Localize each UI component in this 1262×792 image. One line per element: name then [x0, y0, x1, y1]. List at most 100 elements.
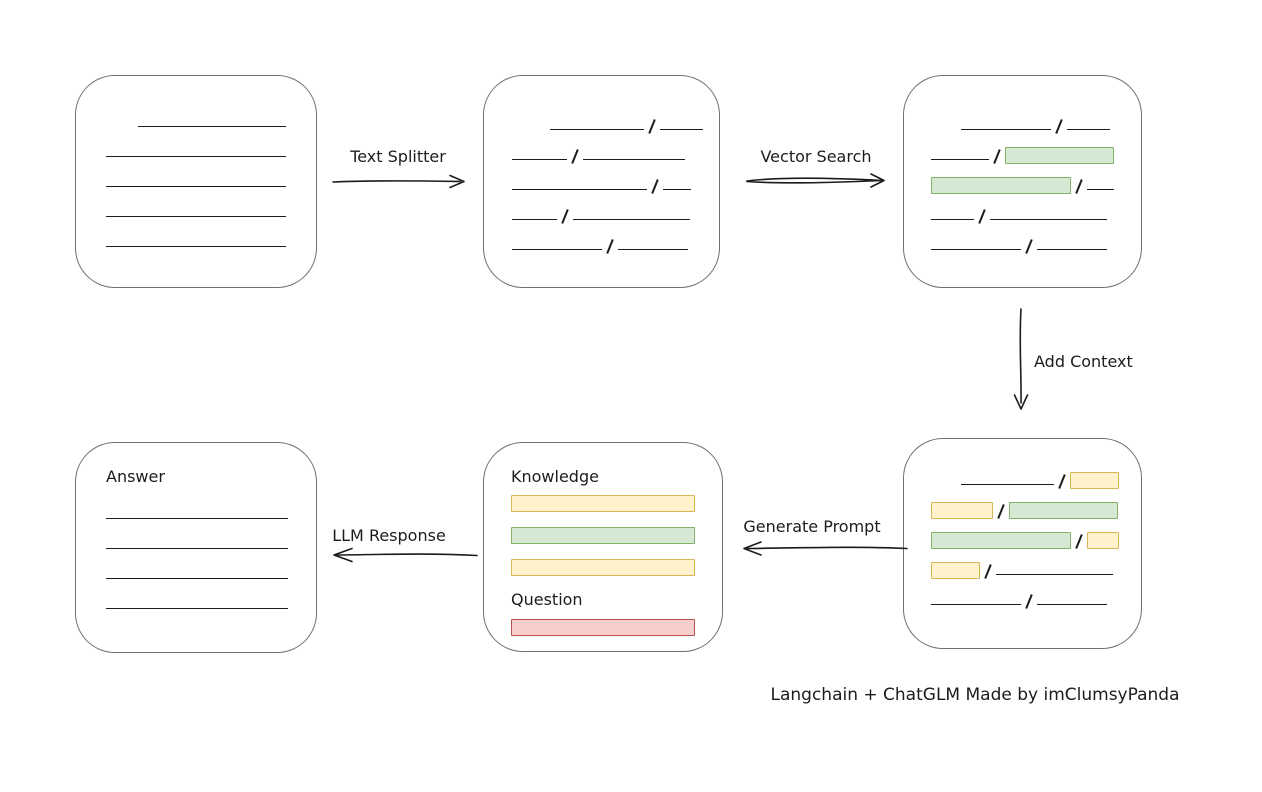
text-line	[1067, 129, 1110, 130]
text-line	[583, 159, 685, 160]
chunk-row	[106, 141, 316, 163]
context-rows	[904, 439, 1141, 619]
node-split-chunks	[483, 75, 720, 288]
yellow-chunk	[931, 501, 993, 519]
yellow-chunk	[1087, 531, 1119, 549]
chunk-row	[931, 144, 1141, 166]
chunk-row	[931, 204, 1141, 226]
chunk-row	[512, 144, 719, 166]
text-line	[931, 249, 1021, 250]
chunk-row	[106, 111, 316, 133]
text-line	[1037, 604, 1107, 605]
node-context-chunks	[903, 438, 1142, 649]
text-line	[931, 604, 1021, 605]
text-line	[1037, 249, 1107, 250]
green-chunk	[931, 531, 1071, 549]
chunk-row	[106, 231, 316, 253]
text-line	[106, 216, 286, 217]
slash-separator	[1075, 533, 1083, 549]
text-line	[512, 159, 567, 160]
generate-prompt-label: Generate Prompt	[743, 517, 881, 536]
add-context-arrow-icon	[1013, 308, 1029, 410]
chunk-row	[931, 469, 1141, 491]
slash-separator	[648, 118, 656, 134]
slash-separator	[1055, 118, 1063, 134]
text-line	[106, 608, 288, 609]
generate-prompt-arrow-icon	[743, 541, 908, 556]
chunk-row	[512, 204, 719, 226]
green-chunk	[1009, 501, 1118, 519]
chunk-row	[106, 171, 316, 193]
slash-separator	[984, 563, 992, 579]
question-bars	[511, 619, 722, 636]
search-result-rows	[904, 76, 1141, 264]
text-line	[512, 249, 602, 250]
chunk-row	[106, 533, 316, 555]
vector-search-arrow-icon	[746, 173, 885, 188]
chunk-row	[931, 559, 1141, 581]
slash-separator	[651, 178, 659, 194]
text-line	[106, 518, 288, 519]
add-context-label: Add Context	[1034, 352, 1133, 371]
text-line	[663, 189, 691, 190]
text-line	[961, 484, 1054, 485]
chunk-row	[512, 174, 719, 196]
slash-separator	[997, 503, 1005, 519]
node-prompt: Knowledge Question	[483, 442, 723, 652]
slash-separator	[1058, 473, 1066, 489]
chunk-row	[106, 201, 316, 223]
question-title: Question	[511, 590, 583, 609]
chunk-row	[512, 234, 719, 256]
text-line	[106, 156, 286, 157]
diagram-caption: Langchain + ChatGLM Made by imClumsyPand…	[770, 685, 1180, 705]
text-line	[512, 219, 557, 220]
node-source-document	[75, 75, 317, 288]
text-line	[961, 129, 1051, 130]
chunk-row	[931, 114, 1141, 136]
slash-separator	[993, 148, 1001, 164]
text-line	[996, 574, 1113, 575]
slash-separator	[606, 238, 614, 254]
chunk-row	[931, 174, 1141, 196]
answer-lines	[106, 503, 316, 623]
green-chunk	[1005, 146, 1114, 164]
text-line	[990, 219, 1107, 220]
chunk-row	[106, 563, 316, 585]
yellow-bar	[511, 495, 695, 512]
text-line	[512, 189, 647, 190]
text-line	[106, 578, 288, 579]
node-answer: Answer	[75, 442, 317, 653]
answer-title: Answer	[106, 467, 165, 486]
chunk-row	[931, 234, 1141, 256]
node-vector-search-results	[903, 75, 1142, 288]
yellow-chunk	[1070, 471, 1119, 489]
llm-response-label: LLM Response	[332, 526, 446, 545]
chunk-row	[931, 499, 1141, 521]
text-line	[138, 126, 286, 127]
text-line	[106, 246, 286, 247]
text-line	[106, 186, 286, 187]
slash-separator	[1025, 593, 1033, 609]
text-splitter-label: Text Splitter	[350, 147, 446, 166]
text-line	[1087, 189, 1114, 190]
slash-separator	[978, 208, 986, 224]
text-line	[931, 219, 974, 220]
knowledge-title: Knowledge	[511, 467, 599, 486]
chunk-rows	[484, 76, 719, 264]
text-line	[106, 548, 288, 549]
chunk-row	[931, 589, 1141, 611]
chunk-row	[106, 503, 316, 525]
slash-separator	[1075, 178, 1083, 194]
slash-separator	[561, 208, 569, 224]
text-line	[618, 249, 688, 250]
green-bar	[511, 527, 695, 544]
yellow-chunk	[931, 561, 980, 579]
llm-response-arrow-icon	[333, 547, 478, 563]
slash-separator	[1025, 238, 1033, 254]
text-line	[660, 129, 703, 130]
chunk-row	[931, 529, 1141, 551]
vector-search-label: Vector Search	[760, 147, 872, 166]
knowledge-bars	[511, 495, 722, 576]
document-lines	[76, 76, 316, 261]
